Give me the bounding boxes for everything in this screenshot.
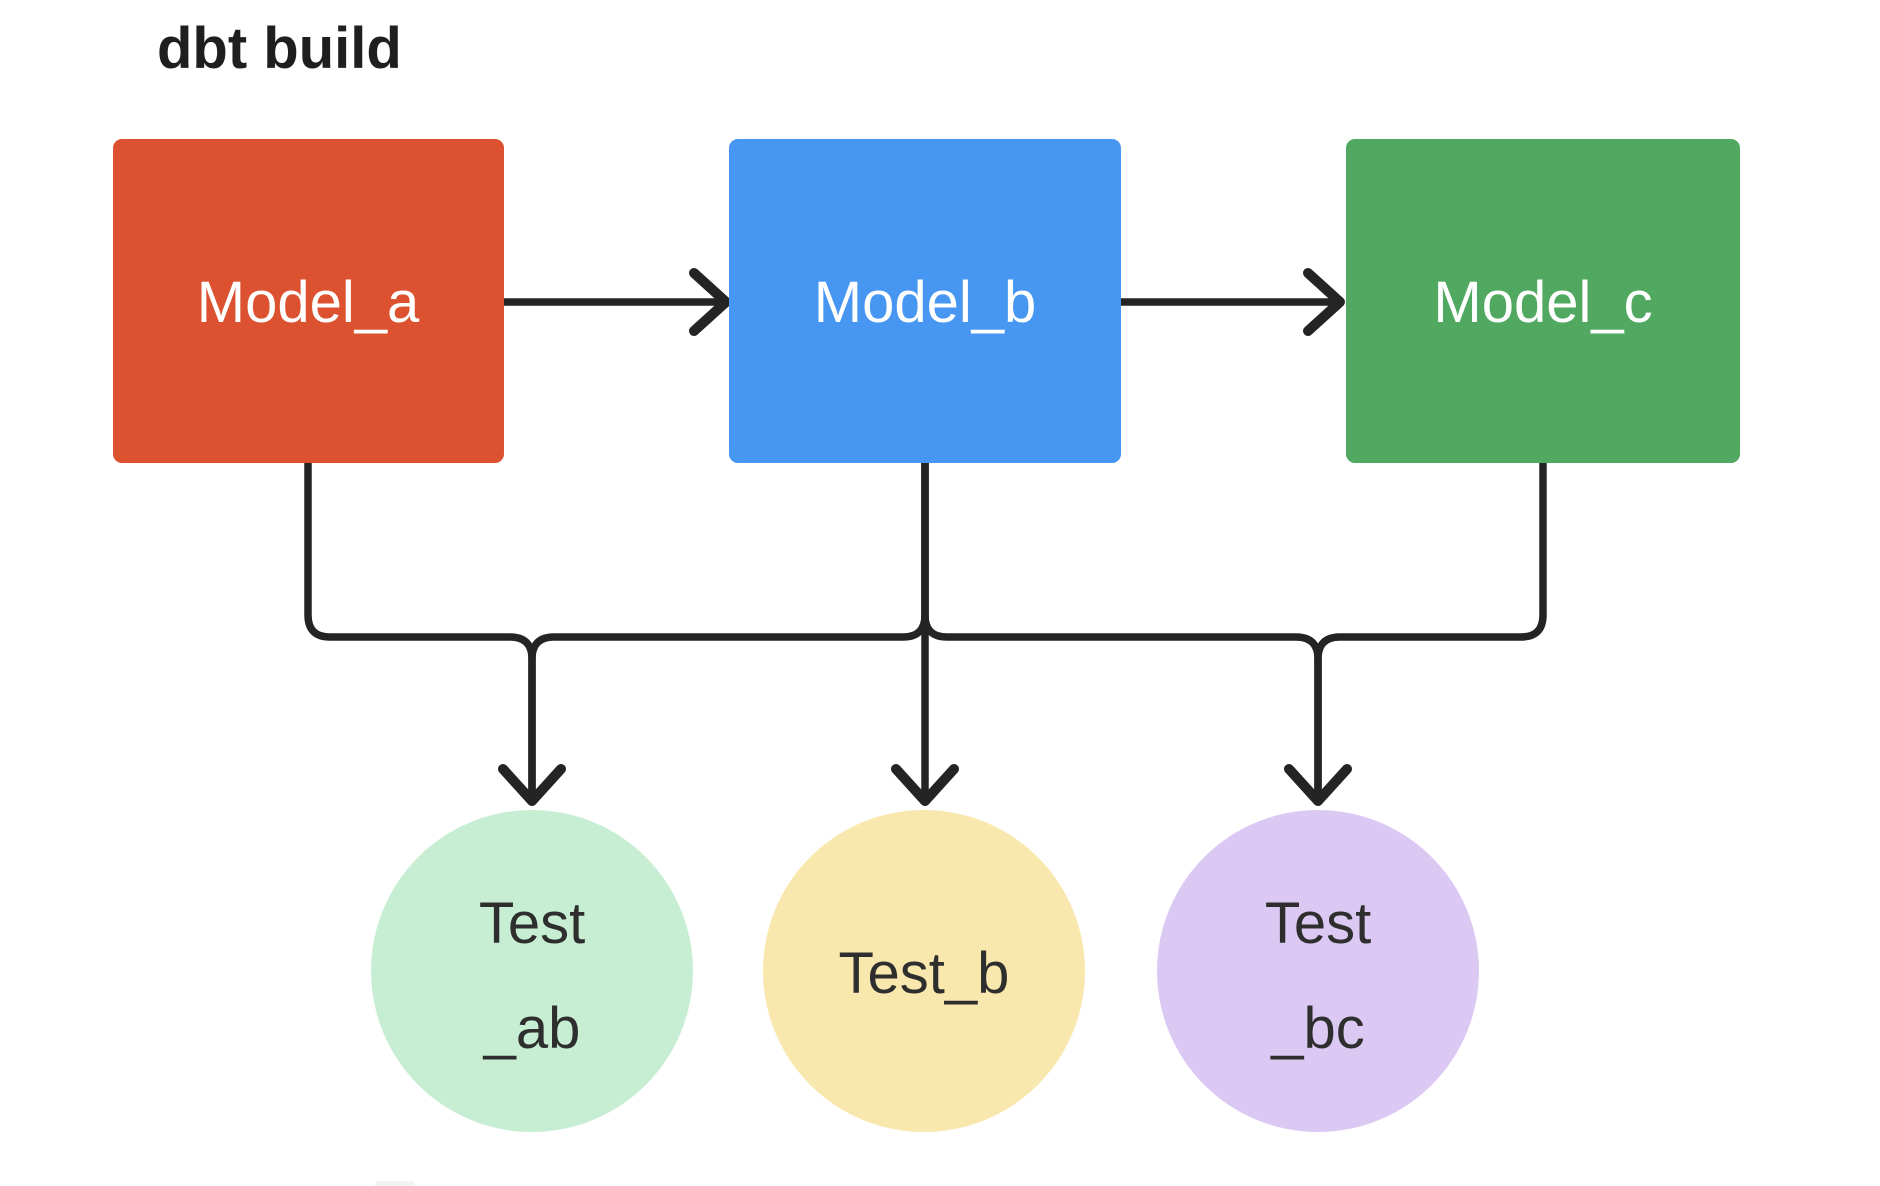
connectors [304,268,1547,806]
model-b-label: Model_b [814,270,1036,335]
test-bc-label-line2: _bc [1270,996,1365,1061]
edge-model-c-to-test-bc[interactable] [1314,459,1547,801]
test-b-circle[interactable] [763,810,1085,1132]
arrowhead-into-test-bc[interactable] [1284,764,1352,806]
offscreen-shape-sliver [375,1181,415,1186]
test-ab-label-line1: Test [479,891,585,956]
test-b-label-line1: Test_b [839,941,1010,1006]
edge-model-a-to-test-ab[interactable] [304,459,536,801]
test-bc-circle[interactable] [1157,810,1479,1132]
model-c-box[interactable] [1346,139,1740,463]
edge-model-b-to-test-bc[interactable] [921,459,1322,801]
model-nodes: Model_a Model_b Model_c [113,139,1740,463]
model-b-box[interactable] [729,139,1121,463]
edge-model-b-to-test-ab[interactable] [528,459,929,801]
model-a-label: Model_a [197,270,420,335]
arrowhead-into-test-ab[interactable] [498,764,566,806]
diagram-title: dbt build [157,16,402,81]
model-a-box[interactable] [113,139,504,463]
model-c-label: Model_c [1433,270,1652,335]
test-ab-label-line2: _ab [483,996,581,1061]
test-nodes: Test _ab Test_b Test _bc [371,810,1479,1132]
arrowhead-model-b-to-model-c[interactable] [1303,268,1345,336]
test-bc-label-line1: Test [1265,891,1371,956]
test-ab-circle[interactable] [371,810,693,1132]
arrowhead-into-test-b[interactable] [891,764,959,806]
arrowhead-model-a-to-model-b[interactable] [689,268,731,336]
